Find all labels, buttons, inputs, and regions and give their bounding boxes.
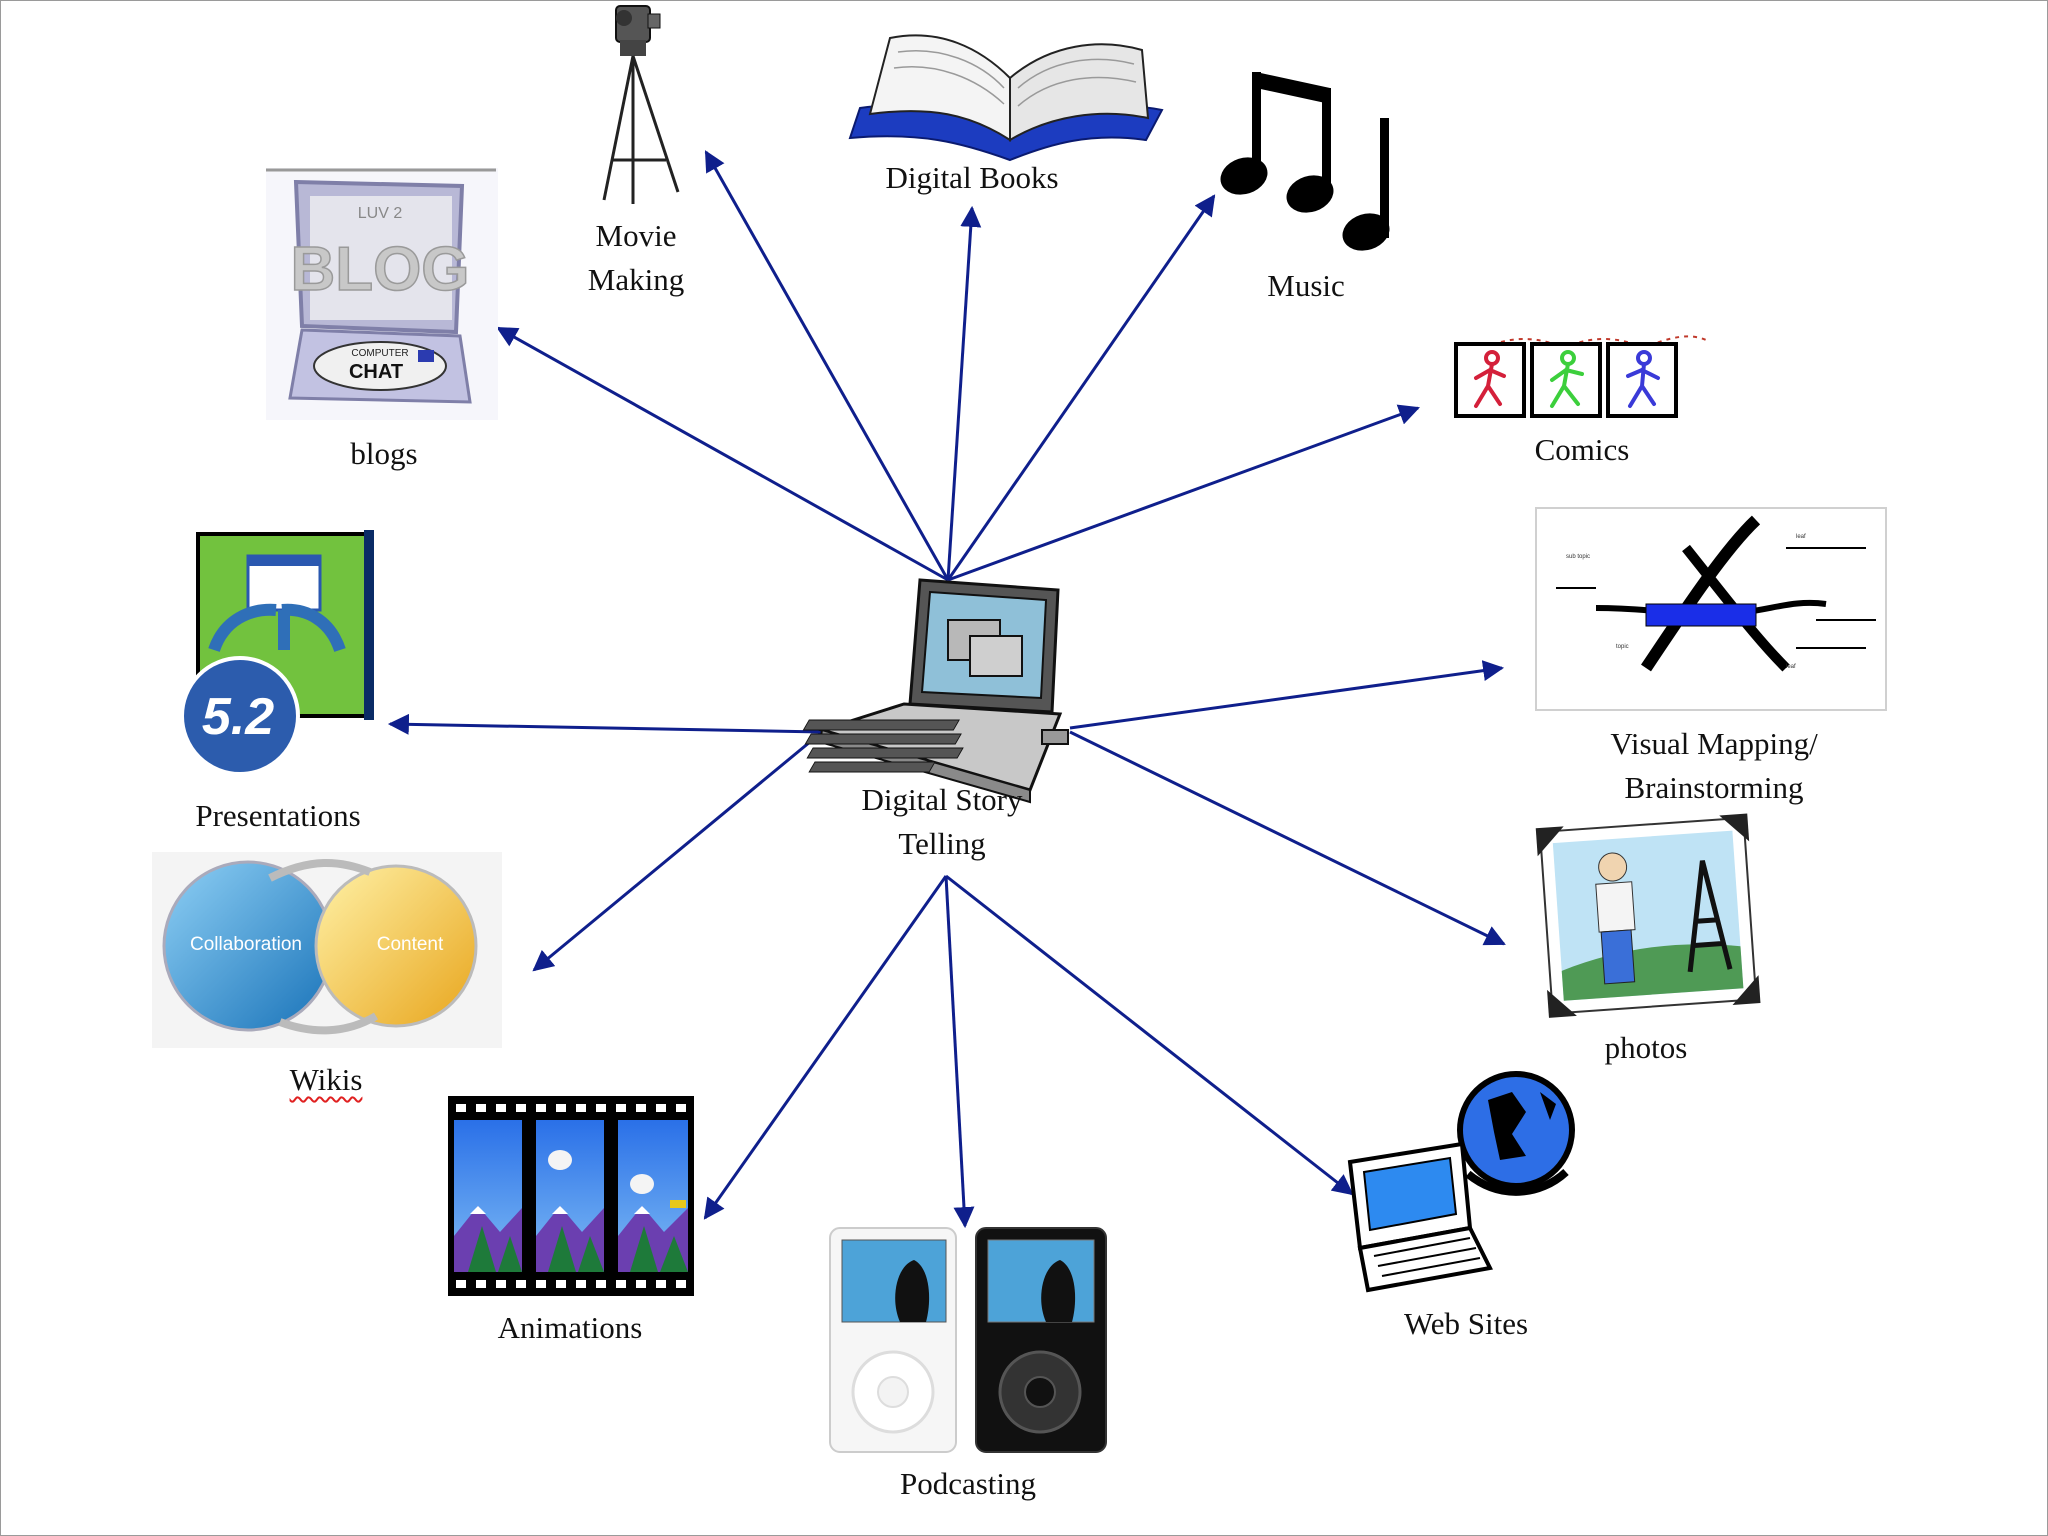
arrow-to-animations [703,875,948,1220]
music-label: Music [1267,268,1345,303]
presentation-icon: 5.2 [180,530,374,776]
photo-icon [1535,813,1761,1018]
digital-books-label: Digital Books [885,160,1059,195]
comics-strip-icon [1454,335,1707,418]
presentations-label: Presentations [195,798,361,833]
ipod-black-icon [975,1227,1107,1453]
web-sites-icon [1347,1071,1575,1293]
wiki-left-text: Collaboration [190,934,302,955]
animation-filmstrip-icon [448,1096,694,1296]
visual-mapping-label: Visual Mapping/ Brainstorming [1610,722,1817,810]
arrow-to-photos [1069,730,1506,946]
animations-label: Animations [497,1310,643,1345]
arrow-to-music [946,194,1216,581]
mind-map-icon: sub topic leaf topic leaf [1535,507,1887,711]
comics-label: Comics [1534,432,1630,467]
movie-camera-icon [602,5,680,204]
blog-big-text: BLOG [290,235,469,304]
arrow-to-wikis [532,730,823,972]
arrow-to-mapping [1069,660,1505,730]
arrow-to-podcasting [944,875,975,1229]
presentation-version-text: 5.2 [202,688,274,746]
arrow-to-comics [947,404,1420,582]
movie-label-line2: Making [587,262,685,297]
svg-text:leaf: leaf [1796,534,1806,540]
blog-top-text: LUV 2 [358,205,403,222]
music-notes-icon [1220,72,1390,251]
center-label-line1: Digital Story [861,782,1023,817]
wiki-spheres-icon: Collaboration Content [152,852,502,1048]
arrows [387,150,1506,1229]
blog-chat-text-1: COMPUTER [351,348,408,359]
movie-making-label: Movie Making [588,214,684,302]
arrow-to-blogs [496,326,949,582]
mapping-label-line1: Visual Mapping/ [1610,726,1818,761]
podcasting-label: Podcasting [899,1466,1037,1501]
laptop-icon [802,578,1069,804]
arrow-to-movie [704,150,950,581]
digital-book-icon [848,34,1164,162]
blog-laptop-icon: LUV 2 BLOG COMPUTER CHAT [266,168,498,420]
mapping-label-line2: Brainstorming [1624,770,1804,805]
blogs-label: blogs [350,436,418,471]
blog-chat-text-2: CHAT [349,361,403,383]
center-label: Digital Story Telling [861,778,1022,866]
photos-label: photos [1604,1030,1688,1065]
center-label-line2: Telling [898,826,986,861]
movie-label-line1: Movie [595,218,677,253]
svg-text:sub topic: sub topic [1566,554,1590,560]
arrow-to-books [946,205,982,581]
wiki-right-text: Content [377,934,444,955]
ipod-white-icon [829,1227,957,1453]
arrow-to-websites [945,874,1354,1196]
web-sites-label: Web Sites [1403,1306,1529,1341]
wikis-label: Wikis [290,1058,363,1102]
svg-text:leaf: leaf [1786,664,1796,670]
svg-text:topic: topic [1616,644,1629,650]
wikis-label-text: Wikis [289,1062,363,1097]
arrow-to-presentations [387,713,823,735]
